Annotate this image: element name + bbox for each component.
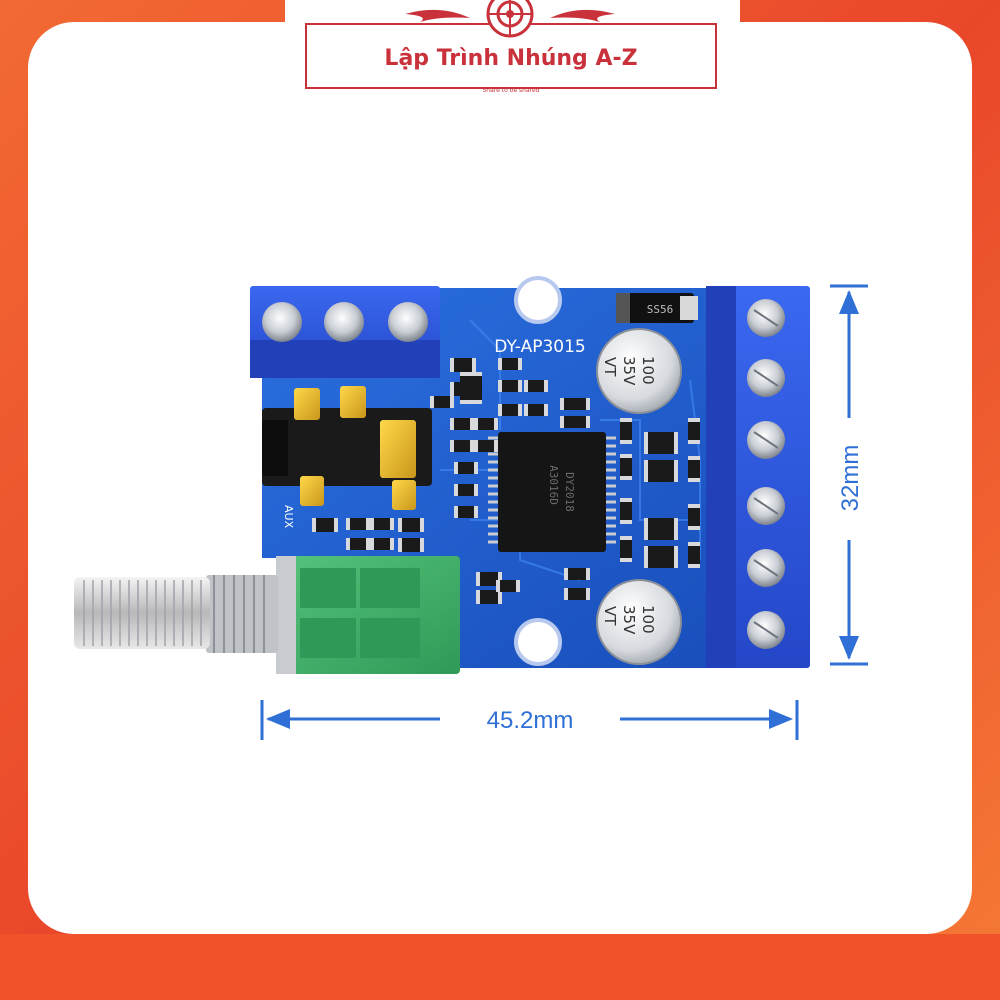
- potentiometer-thread: [206, 575, 278, 653]
- smd-part: [688, 542, 700, 568]
- left-wing-icon: [405, 9, 470, 22]
- capacitor-value: 100: [639, 605, 657, 634]
- capacitor-voltage: 35V: [620, 605, 638, 635]
- smd-part: [454, 506, 478, 518]
- screw-icon: [262, 302, 302, 342]
- smd-part: [370, 538, 394, 550]
- smd-components: [312, 358, 700, 604]
- capacitor-value: 100: [639, 356, 657, 385]
- height-label: 32mm: [837, 445, 864, 512]
- smd-part: [524, 404, 548, 416]
- smd-part: [620, 418, 632, 444]
- smd-part: [312, 518, 338, 532]
- smd-part: [450, 358, 476, 372]
- thread-lines: [213, 575, 265, 653]
- screw-slot: [753, 621, 779, 639]
- brand-tagline: Share to be shared: [483, 87, 540, 94]
- screw-slot: [753, 431, 779, 449]
- smd-part: [498, 358, 522, 370]
- smd-part: [454, 462, 478, 474]
- aux-label: AUX: [282, 505, 295, 529]
- smd-part: [498, 404, 522, 416]
- smd-part: [476, 590, 502, 604]
- capacitor-top: VT 35V 100: [596, 328, 682, 414]
- capacitor-voltage: 35V: [620, 356, 638, 386]
- board-model-label: DY-AP3015: [494, 337, 585, 357]
- smd-part: [498, 380, 522, 392]
- input-terminal-block: [250, 286, 440, 378]
- output-terminal-block: [706, 286, 810, 668]
- bottom-band: [0, 934, 1000, 1000]
- mounting-hole: [514, 618, 562, 666]
- smd-part: [560, 398, 590, 410]
- smd-part: [644, 546, 678, 568]
- smd-part: [688, 504, 700, 530]
- smd-part: [474, 440, 498, 452]
- smd-part: [460, 372, 482, 404]
- volume-potentiometer: [74, 556, 460, 674]
- screw-icon: [324, 302, 364, 342]
- smd-part: [450, 440, 474, 452]
- chip-label-1: A3016D: [547, 465, 560, 505]
- diode-component: SS56: [616, 293, 698, 323]
- smd-part: [620, 454, 632, 480]
- brand-logo-icon: [486, 0, 534, 38]
- screw-slot: [753, 369, 779, 387]
- smd-part: [430, 396, 454, 408]
- amplifier-chip: A3016D DY2018: [488, 432, 616, 552]
- smd-part: [454, 484, 478, 496]
- arrow-left-icon: [266, 709, 290, 729]
- chip-label-2: DY2018: [563, 472, 576, 512]
- screw-icon: [388, 302, 428, 342]
- capacitor-voltage-type: VT: [601, 357, 619, 377]
- capacitor-voltage-type: VT: [601, 606, 619, 626]
- screw-slot: [753, 559, 779, 577]
- arrow-right-icon: [769, 709, 793, 729]
- smd-part: [496, 580, 520, 592]
- smd-part: [564, 588, 590, 600]
- smd-part: [398, 518, 424, 532]
- smd-part: [450, 418, 474, 430]
- width-label: 45.2mm: [487, 707, 574, 734]
- smd-part: [564, 568, 590, 580]
- smd-part: [644, 432, 678, 454]
- smd-part: [620, 536, 632, 562]
- smd-part: [476, 572, 502, 586]
- smd-part: [688, 456, 700, 482]
- smd-part: [346, 518, 370, 530]
- potentiometer-shaft: [74, 577, 210, 649]
- brand-title: Lập Trình Nhúng A-Z: [384, 46, 637, 71]
- smd-part: [560, 416, 590, 428]
- capacitor-bottom: VT 35V 100: [596, 579, 682, 665]
- brand-banner: Lập Trình Nhúng A-Z Share to be shared: [285, 0, 740, 102]
- smd-part: [644, 518, 678, 540]
- arrow-up-icon: [839, 290, 859, 314]
- smd-part: [370, 518, 394, 530]
- width-dimension: 45.2mm: [260, 700, 799, 740]
- height-dimension: 32mm: [830, 284, 868, 666]
- smd-part: [644, 460, 678, 482]
- smd-part: [398, 538, 424, 552]
- diode-label: SS56: [647, 303, 674, 316]
- smd-part: [474, 418, 498, 430]
- arrow-down-icon: [839, 636, 859, 660]
- mounting-hole: [514, 276, 562, 324]
- screw-slot: [753, 497, 779, 515]
- smd-part: [524, 380, 548, 392]
- smd-part: [620, 498, 632, 524]
- right-wing-icon: [550, 9, 615, 22]
- audio-jack: [262, 386, 432, 510]
- smd-part: [688, 418, 700, 444]
- smd-part: [346, 538, 370, 550]
- screw-slot: [753, 309, 779, 327]
